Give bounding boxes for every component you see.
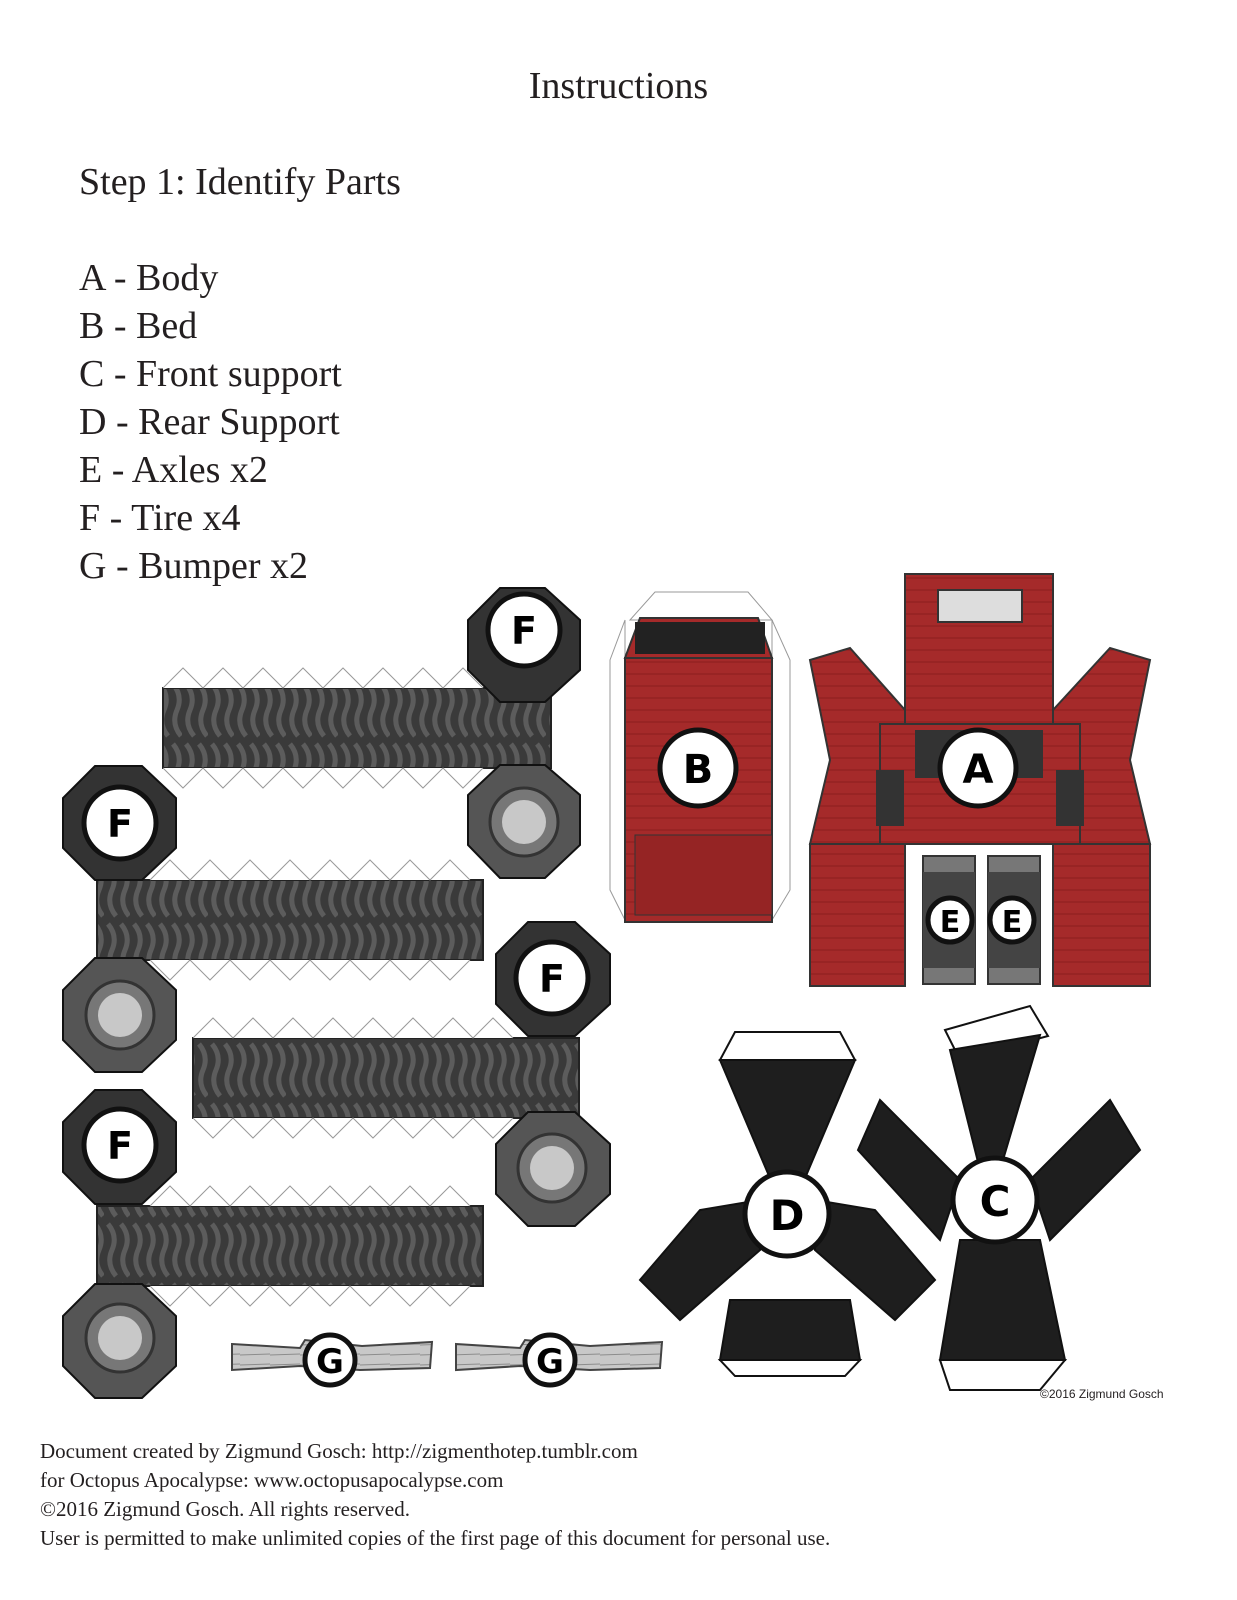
part-item: D - Rear Support bbox=[79, 401, 340, 443]
piece-label-c: C bbox=[980, 1177, 1011, 1226]
copyright-mark: ©2016 Zigmund Gosch bbox=[1040, 1387, 1164, 1401]
parts-list: A - Body B - Bed C - Front support D - R… bbox=[79, 254, 342, 590]
part-item: C - Front support bbox=[79, 353, 342, 395]
axle-1: E bbox=[922, 855, 976, 985]
tire-strip-3: F bbox=[192, 921, 611, 1227]
bed-piece: B bbox=[609, 591, 791, 923]
rear-support-piece: D bbox=[638, 1031, 937, 1377]
part-item: E - Axles x2 bbox=[79, 449, 268, 491]
tire-strip-4: F bbox=[62, 1089, 484, 1399]
page-title: Instructions bbox=[528, 65, 709, 107]
piece-label-d: D bbox=[770, 1191, 805, 1240]
piece-label-f: F bbox=[539, 957, 565, 1001]
bumper-2: G bbox=[455, 1332, 664, 1388]
papercraft-pieces: F F F F bbox=[62, 573, 1152, 1399]
piece-label-f: F bbox=[511, 609, 537, 653]
piece-label-e: E bbox=[1002, 905, 1023, 940]
body-piece: A bbox=[808, 573, 1152, 987]
piece-label-f: F bbox=[107, 1124, 133, 1168]
footer-line: ©2016 Zigmund Gosch. All rights reserved… bbox=[40, 1497, 410, 1521]
footer: Document created by Zigmund Gosch: http:… bbox=[40, 1437, 830, 1553]
piece-label-g: G bbox=[316, 1342, 344, 1382]
front-support-piece: C bbox=[856, 1004, 1142, 1391]
tire-strip-2: F bbox=[62, 765, 484, 1073]
tire-strip-1: F bbox=[162, 587, 581, 879]
piece-label-g: G bbox=[536, 1342, 564, 1382]
piece-label-b: B bbox=[683, 747, 714, 793]
part-item: B - Bed bbox=[79, 305, 198, 347]
piece-label-f: F bbox=[107, 802, 133, 846]
part-item: G - Bumper x2 bbox=[79, 545, 309, 587]
part-item: A - Body bbox=[79, 257, 219, 299]
step-heading: Step 1: Identify Parts bbox=[79, 161, 401, 203]
part-item: F - Tire x4 bbox=[79, 497, 241, 539]
piece-label-a: A bbox=[963, 747, 994, 793]
axle-2: E bbox=[987, 855, 1041, 985]
footer-line: for Octopus Apocalypse: www.octopusapoca… bbox=[40, 1468, 504, 1492]
piece-label-e: E bbox=[940, 905, 961, 940]
footer-line: User is permitted to make unlimited copi… bbox=[40, 1526, 831, 1550]
bumper-1: G bbox=[231, 1332, 434, 1388]
footer-line: Document created by Zigmund Gosch: http:… bbox=[40, 1439, 638, 1463]
